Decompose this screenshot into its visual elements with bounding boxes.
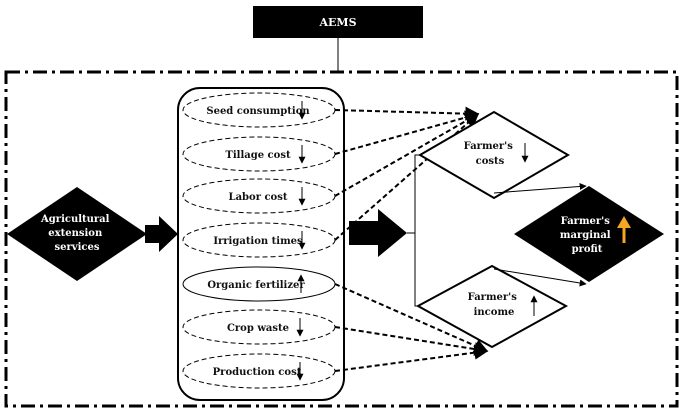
factor-list: Seed consumption Tillage cost Labor cost… bbox=[182, 92, 336, 389]
costs-line-1: Farmer's bbox=[464, 141, 514, 152]
factor-item: Production cost bbox=[182, 353, 336, 389]
profit-line-2: marginal bbox=[560, 230, 611, 241]
factor-item: Seed consumption bbox=[182, 92, 336, 128]
costs-to-profit-arrow bbox=[493, 182, 587, 194]
factor-label: Irrigation times bbox=[213, 236, 303, 247]
factor-label: Seed consumption bbox=[206, 106, 310, 117]
factor-item: Irrigation times bbox=[182, 222, 336, 258]
input-diamond bbox=[7, 187, 147, 281]
connector-waste-to-income bbox=[334, 326, 489, 356]
connector-seed-to-costs bbox=[334, 106, 480, 121]
connector-fertilizer-to-income bbox=[334, 283, 489, 353]
factor-label: Crop waste bbox=[227, 323, 289, 334]
factor-item: Organic fertilizer bbox=[182, 266, 336, 302]
input-flow-arrow bbox=[145, 216, 178, 252]
factor-label: Tillage cost bbox=[225, 150, 291, 161]
income-line-1: Farmer's bbox=[468, 292, 518, 303]
factor-item: Tillage cost bbox=[182, 136, 336, 172]
factor-label: Organic fertilizer bbox=[207, 280, 305, 291]
outcome-bracket bbox=[407, 154, 438, 307]
factor-label: Labor cost bbox=[229, 192, 288, 203]
input-line-3: services bbox=[55, 242, 100, 253]
income-line-2: income bbox=[474, 307, 515, 318]
title-box bbox=[253, 6, 423, 38]
factor-item: Crop waste bbox=[182, 309, 336, 345]
income-to-profit-arrow bbox=[493, 268, 587, 287]
input-line-2: extension bbox=[48, 228, 103, 239]
income-diamond bbox=[415, 264, 569, 349]
factor-item: Labor cost bbox=[182, 178, 336, 214]
connector-labor-to-costs bbox=[334, 113, 480, 197]
costs-label: Farmer's costs bbox=[464, 141, 517, 167]
factor-connectors bbox=[334, 106, 489, 372]
title-text: AEMS bbox=[318, 16, 356, 29]
main-flow-arrow bbox=[349, 209, 407, 257]
input-line-1: Agricultural bbox=[40, 214, 110, 225]
connector-production-to-income bbox=[334, 345, 489, 372]
input-label: Agricultural extension services bbox=[40, 214, 113, 253]
costs-line-2: costs bbox=[476, 156, 505, 167]
up-arrow-icon bbox=[617, 216, 631, 243]
system-boundary bbox=[4, 70, 679, 408]
costs-diamond bbox=[418, 110, 570, 200]
profit-label: Farmer's marginal profit bbox=[560, 216, 614, 255]
profit-diamond bbox=[514, 186, 664, 282]
connector-tillage-to-costs bbox=[334, 110, 480, 155]
factor-label: Production cost bbox=[213, 367, 302, 378]
income-label: Farmer's income bbox=[468, 292, 521, 318]
profit-line-3: profit bbox=[572, 244, 603, 255]
profit-line-1: Farmer's bbox=[561, 216, 611, 227]
